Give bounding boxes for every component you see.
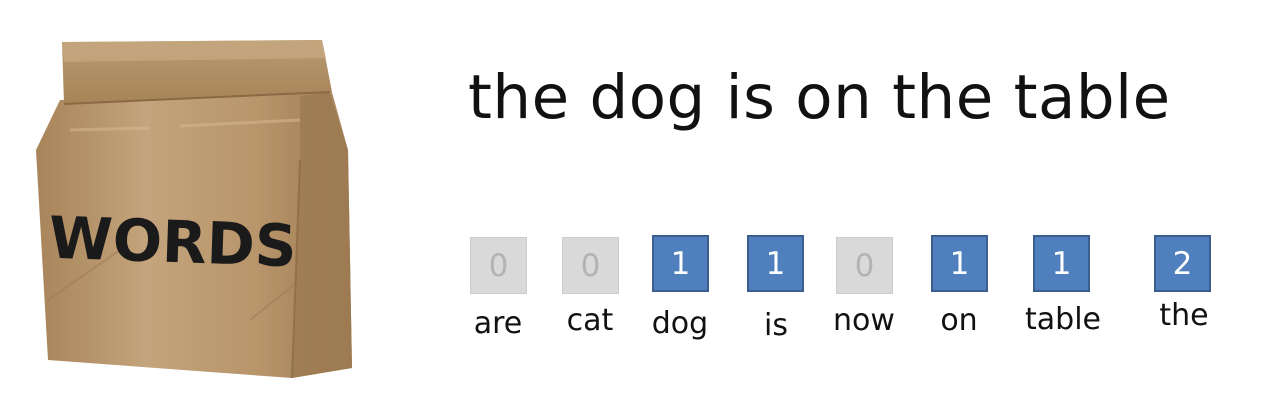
vocab-word-is: is: [764, 308, 788, 343]
count-value: 2: [1172, 245, 1193, 282]
count-value: 0: [488, 247, 509, 284]
bag-label: WORDS: [48, 204, 298, 281]
vocab-word-on: on: [940, 303, 978, 338]
count-value: 1: [1051, 245, 1072, 282]
vector-tile-are: 0: [470, 237, 527, 294]
vector-tile-is: 1: [747, 235, 804, 292]
count-value: 0: [580, 247, 601, 284]
count-value: 1: [949, 245, 970, 282]
vector-tile-now: 0: [836, 237, 893, 294]
vocab-word-now: now: [833, 303, 895, 338]
paper-bag-icon: WORDS: [36, 40, 352, 379]
vocab-word-dog: dog: [651, 306, 709, 341]
vocab-word-cat: cat: [566, 303, 614, 338]
vocab-word-table: table: [1025, 302, 1101, 337]
vector-tile-the: 2: [1154, 235, 1211, 292]
vocab-word-are: are: [473, 306, 523, 341]
count-value: 1: [765, 245, 786, 282]
vector-tile-on: 1: [931, 235, 988, 292]
vector-tile-dog: 1: [652, 235, 709, 292]
vector-tile-table: 1: [1033, 235, 1090, 292]
count-value: 1: [670, 245, 691, 282]
count-value: 0: [854, 247, 875, 284]
vector-tile-cat: 0: [562, 237, 619, 294]
example-sentence: the dog is on the table: [468, 62, 1171, 133]
vocab-word-the: the: [1159, 298, 1209, 333]
